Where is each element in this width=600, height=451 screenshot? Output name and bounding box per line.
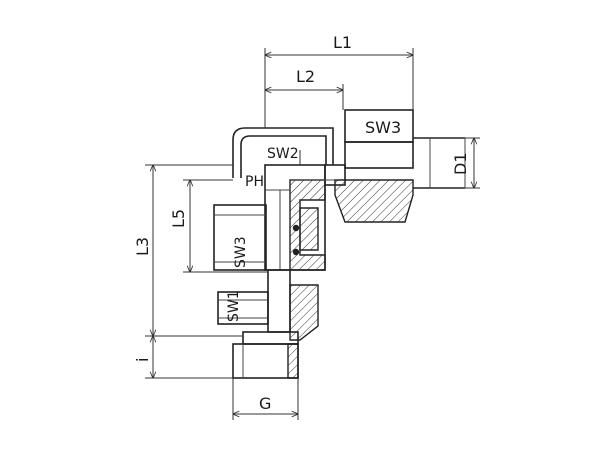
label-sw3-top: SW3: [365, 118, 401, 137]
dimensions: [145, 48, 480, 420]
lower-body: [217, 269, 319, 379]
label-i: i: [133, 358, 152, 362]
label-sw3-side: SW3: [233, 236, 249, 268]
label-sw1: SW1: [226, 290, 242, 322]
label-g: G: [259, 394, 271, 413]
label-l1: L1: [333, 33, 352, 52]
label-d1: D1: [451, 153, 470, 176]
horizontal-branch: [290, 109, 466, 223]
elbow-body: [213, 127, 334, 271]
label-ph: PH: [245, 174, 264, 190]
label-sw2: SW2: [267, 146, 299, 162]
label-l3: L3: [133, 237, 152, 256]
label-l2: L2: [296, 67, 315, 86]
label-l5: L5: [169, 209, 188, 228]
